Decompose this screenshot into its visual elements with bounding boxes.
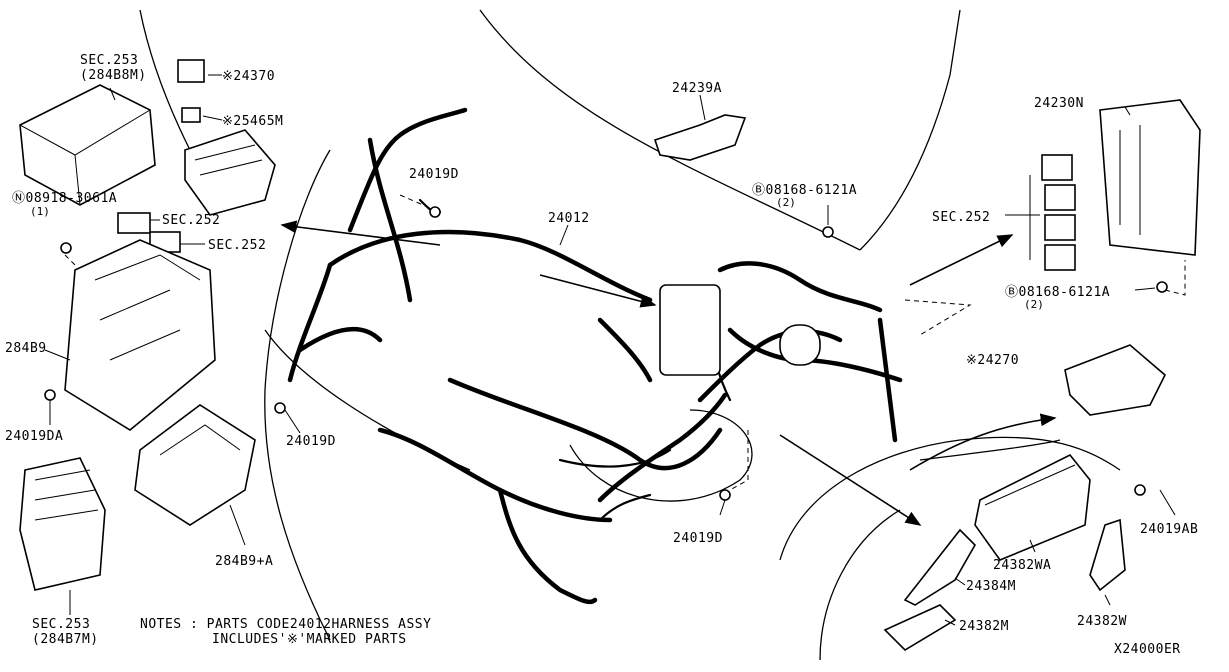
leader-24382w: [1104, 594, 1111, 606]
label-n08918: Ⓝ08918-3061A: [12, 191, 117, 206]
label-24019d-top: 24019D: [409, 167, 459, 182]
drawing-code: X24000ER: [1114, 642, 1181, 657]
relay-bracket-24230n: [1099, 99, 1201, 256]
bracket-28489: [64, 239, 216, 431]
label-24384m: 24384M: [966, 579, 1016, 594]
label-b08168-bottom-qty: (2): [1024, 298, 1044, 311]
label-24019da: 24019DA: [5, 429, 63, 444]
dash-guide-n08918: [64, 254, 76, 266]
body-outlines: [139, 9, 1121, 661]
leader-24382wa: [1029, 539, 1036, 553]
label-24270: ※24270: [966, 353, 1019, 368]
relay-sec252-a: [117, 212, 151, 234]
label-24012: 24012: [548, 211, 590, 226]
leader-24230n: [1124, 106, 1131, 116]
arrow-to-24270: [909, 413, 1057, 471]
label-24382m: 24382M: [959, 619, 1009, 634]
bolt-b08168-bottom: [1156, 281, 1168, 293]
dash-guide-24019d: [729, 430, 749, 491]
label-24382wa: 24382WA: [993, 558, 1051, 573]
cover-24382m: [883, 604, 957, 652]
dash-guide-24019d-top: [399, 194, 431, 209]
label-24019ab: 24019AB: [1140, 522, 1198, 537]
label-sec252-right: SEC.252: [932, 210, 990, 225]
leader-28489: [44, 349, 71, 361]
bolt-b08168-top: [822, 226, 834, 238]
bracket-24239a: [653, 114, 747, 161]
main-harness-24012: [287, 107, 903, 605]
label-28489: 284B9: [5, 341, 47, 356]
bolt-24019d-left: [274, 402, 286, 414]
leader-sec253-top: [109, 87, 116, 101]
arrow-to-fuse-block: [280, 220, 441, 246]
label-n08918-qty: (1): [30, 205, 50, 218]
leader-28489a: [229, 504, 246, 546]
bolt-24019da: [44, 389, 56, 401]
label-sec253-top: SEC.253: [80, 53, 138, 68]
label-sec253-bottom-sub: (284B7M): [32, 632, 99, 647]
leader-sec252-right: [1005, 175, 1040, 260]
fuse-box-cover: [19, 84, 156, 206]
label-sec253-bottom: SEC.253: [32, 617, 90, 632]
leader-24012: [559, 224, 569, 246]
grommet: [779, 324, 821, 366]
leader-25465m: [202, 115, 223, 121]
relays-sec252-right: [1041, 154, 1076, 271]
label-24382w: 24382W: [1077, 614, 1127, 629]
label-b08168-top-qty: (2): [776, 196, 796, 209]
leader-24019d-bottom: [719, 499, 726, 516]
bolt-24019ab: [1134, 484, 1146, 496]
leader-24382m: [944, 619, 956, 626]
label-24230n: 24230N: [1034, 96, 1084, 111]
leader-24019d-left: [284, 409, 301, 434]
bolt-24019d-top: [429, 206, 441, 218]
relay-24370: [177, 59, 205, 83]
label-sec252-a: SEC.252: [162, 213, 220, 228]
ecm-sec253-bottom: [19, 457, 106, 591]
fuse-block-assembly: [184, 129, 276, 216]
notes-line-1: NOTES : PARTS CODE24012HARNESS ASSY: [140, 617, 431, 632]
arrow-harness-to-block: [539, 274, 657, 308]
label-24019d-bottom: 24019D: [673, 531, 723, 546]
leader-24239a: [699, 94, 706, 121]
label-b08168-bottom: Ⓑ08168-6121A: [1005, 285, 1110, 300]
label-sec252-b: SEC.252: [208, 238, 266, 253]
leader-b08168-bottom: [1134, 287, 1156, 291]
cover-24384m: [903, 528, 976, 606]
arrow-to-24382wa: [779, 434, 922, 526]
label-24239a: 24239A: [672, 81, 722, 96]
cover-24270: [1064, 344, 1166, 416]
label-24019d-left: 24019D: [286, 434, 336, 449]
fuse-box-24382wa: [974, 453, 1091, 561]
label-24370: ※24370: [222, 69, 275, 84]
arrow-to-relay-bracket: [909, 234, 1014, 286]
label-28489a: 284B9+A: [215, 554, 273, 569]
label-b08168-top: Ⓑ08168-6121A: [752, 183, 857, 198]
fuse-25465m: [181, 107, 201, 123]
leader-24019ab: [1159, 489, 1176, 516]
bolt-n08918: [60, 242, 72, 254]
junction-block: [659, 284, 721, 376]
dash-guide-b08168: [1164, 260, 1186, 296]
bracket-24382w: [1089, 518, 1126, 592]
notes-line-2: INCLUDES'※'MARKED PARTS: [212, 632, 407, 647]
leader-24384m: [954, 577, 966, 586]
bolt-24019d-bottom: [719, 489, 731, 501]
bracket-28489a: [134, 404, 256, 526]
label-sec253-top-sub: (284B8M): [80, 68, 147, 83]
dash-guide-bracket: [904, 299, 972, 336]
label-25465m: ※25465M: [222, 114, 283, 129]
